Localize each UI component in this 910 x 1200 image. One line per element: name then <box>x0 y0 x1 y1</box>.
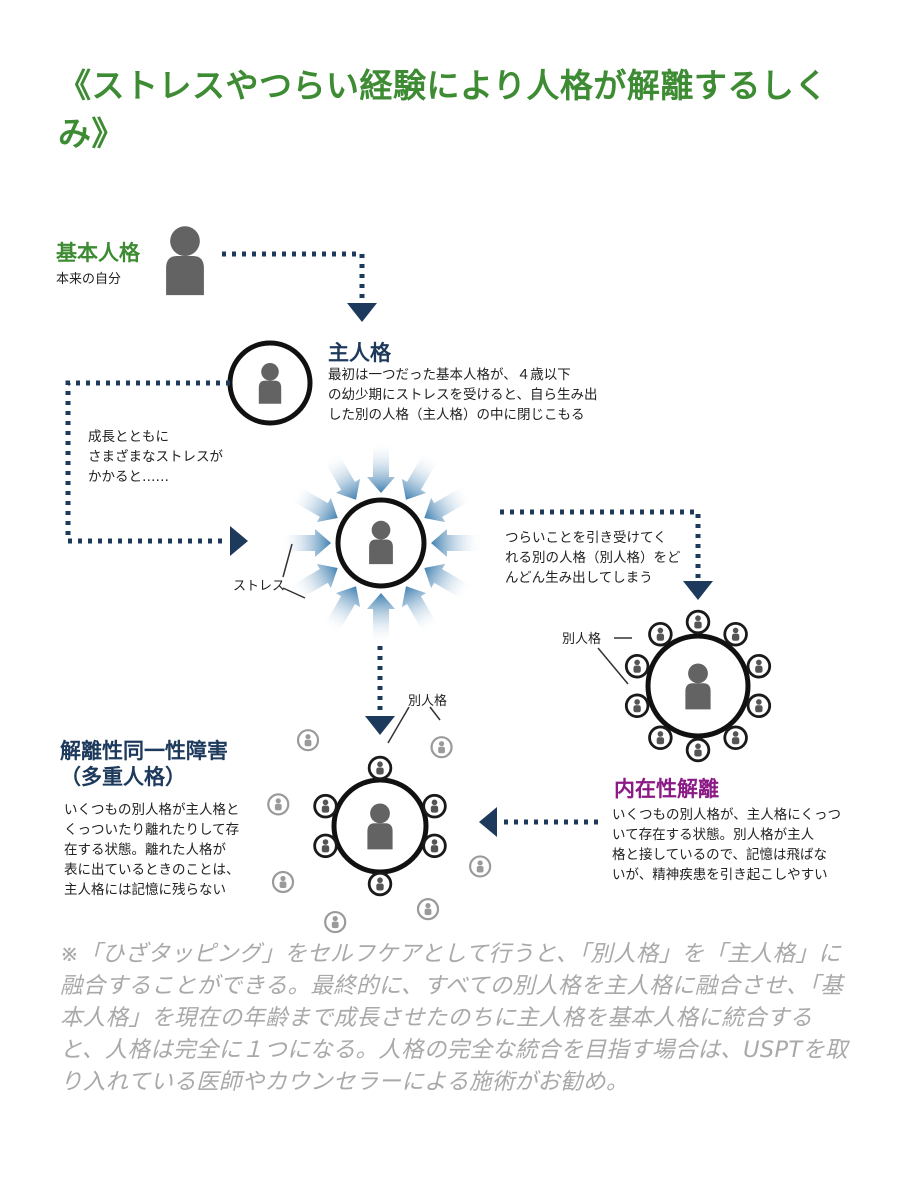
alter-personality-icon <box>624 653 650 679</box>
alter-personality-icon <box>685 609 711 635</box>
internal-dissociation-label: 内在性解離 <box>614 777 719 801</box>
stressed-personality-icon <box>335 497 427 589</box>
growth-stress-text: 成長とともに さまざまなストレスが かかると…… <box>88 429 223 485</box>
detached-alter-icon <box>469 855 492 878</box>
alter-personality-icon <box>313 833 338 859</box>
stress-arrow <box>424 563 474 601</box>
main-personality-label: 主人格 <box>328 341 391 365</box>
stress-arrow <box>323 450 361 500</box>
alter-personality-icon <box>746 653 772 679</box>
internal-dissociation-cluster <box>624 609 772 763</box>
detached-alter-icon <box>296 729 320 752</box>
arrow-down-icon <box>683 581 713 600</box>
alter-personality-icon <box>648 621 673 647</box>
page-title: 《ストレスやつらい経験により人格が解離するしくみ》 <box>58 66 828 153</box>
main-personality-icon <box>227 340 313 426</box>
alter-personality-icon <box>746 693 772 719</box>
stress-arrow <box>424 485 474 523</box>
stress-callout-line <box>282 543 293 578</box>
alter-personality-icon <box>723 621 748 647</box>
alter-label: 別人格 <box>562 632 602 647</box>
footnote: ※「ひざタッピング」をセルフケアとして行うと、「別人格」を「主人格」に融合するこ… <box>60 941 848 1095</box>
arrow-down-icon <box>347 303 377 322</box>
stress-label: ストレス <box>233 579 286 594</box>
alter-callout-line <box>429 706 441 721</box>
stress-callout-line <box>282 587 306 599</box>
alter-callout-line <box>597 647 629 685</box>
stress-arrow <box>401 586 439 636</box>
connector-main-to-stress <box>65 380 230 544</box>
stress-arrow <box>367 441 395 493</box>
alter-personality-icon <box>422 793 447 819</box>
connector-basic-to-main <box>222 251 365 300</box>
arrow-left-icon <box>479 807 497 837</box>
detached-alter-icon <box>267 793 290 816</box>
stress-rays <box>279 441 483 645</box>
detached-alter-icon <box>324 910 347 934</box>
dissociation-diagram <box>65 226 772 934</box>
spawn-alters-text: つらいことを引き受けてく れる別の人格（別人格）をど んどん生み出してしまう <box>505 530 681 586</box>
stress-arrow <box>288 563 338 601</box>
alter-personality-icon <box>685 737 711 763</box>
arrow-down-icon <box>365 716 395 735</box>
basic-person-icon <box>166 226 204 296</box>
alter-personality-icon <box>648 725 673 751</box>
stress-arrow <box>367 593 395 645</box>
basic-personality-label: 基本人格 <box>56 241 140 265</box>
detached-alter-icon <box>416 898 440 921</box>
connector-stress-to-internal <box>500 509 701 580</box>
stress-arrow <box>279 529 331 557</box>
main-personality-description: 最初は一つだった基本人格が、４歳以下 の幼少期にストレスを受けると、自ら生み出 … <box>328 367 598 423</box>
stress-arrow <box>323 586 361 636</box>
alter-personality-icon <box>422 833 447 859</box>
alter-personality-icon <box>313 793 338 819</box>
arrow-right-icon <box>230 526 248 556</box>
alter-personality-icon <box>723 725 748 751</box>
stress-arrow <box>431 529 483 557</box>
stress-arrow <box>401 450 439 500</box>
alter-callout-line <box>387 706 410 744</box>
internal-dissociation-description: いくつもの別人格が、主人格にくっつ いて存在する状態。別人格が主人 格と接してい… <box>612 807 841 883</box>
alter-personality-icon <box>367 755 393 781</box>
did-description: いくつもの別人格が主人格と くっついたり離れたりして存 在する状態。離れた人格が… <box>64 802 240 898</box>
detached-alter-icon <box>430 736 453 759</box>
stress-arrow <box>288 485 338 523</box>
alter-personality-icon <box>624 693 650 719</box>
did-label: 解離性同一性障害 （多重人格） <box>60 739 228 789</box>
alter-label-2: 別人格 <box>408 694 448 709</box>
alter-personality-icon <box>367 871 393 897</box>
detached-alter-icon <box>271 870 295 894</box>
did-cluster <box>267 729 492 934</box>
basic-personality-subtitle: 本来の自分 <box>56 272 122 287</box>
